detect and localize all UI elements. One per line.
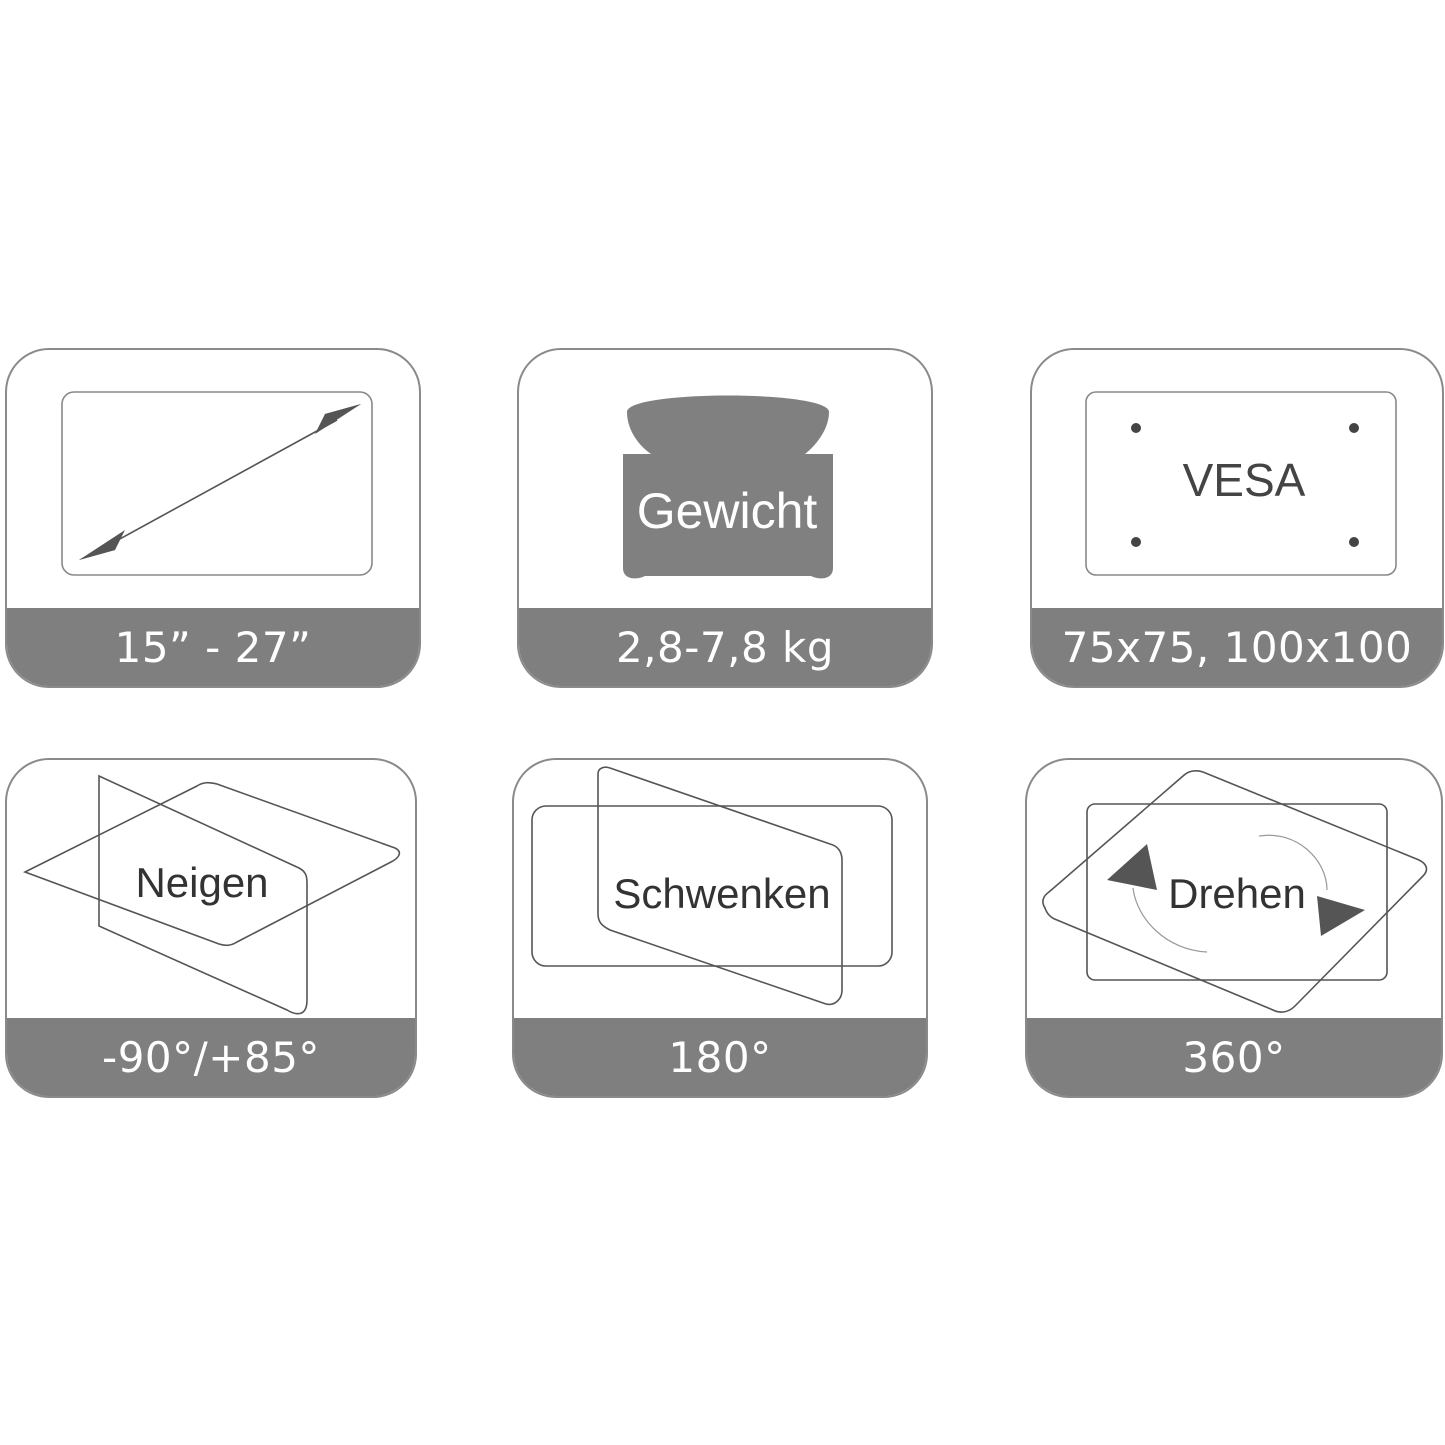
screen-size-label: 15” - 27” (7, 608, 419, 686)
swivel-icon-text: Schwenken (613, 870, 830, 917)
tilt-icon: Neigen (22, 774, 401, 1015)
weight-icon-text: Gewicht (637, 483, 818, 539)
vesa-card: VESA 75x75, 100x100 (1030, 348, 1444, 688)
screen-diagonal-icon (61, 391, 373, 576)
tilt-card: Neigen -90°/+85° (5, 758, 417, 1098)
rotate-card: Drehen 360° (1025, 758, 1443, 1098)
weight-card: Gewicht 2,8-7,8 kg (517, 348, 933, 688)
weight-icon: Gewicht (623, 395, 833, 579)
swivel-card: Schwenken 180° (512, 758, 928, 1098)
vesa-label: 75x75, 100x100 (1032, 608, 1442, 686)
rotate-label: 360° (1027, 1018, 1441, 1096)
weight-label: 2,8-7,8 kg (519, 608, 931, 686)
tilt-label: -90°/+85° (7, 1018, 415, 1096)
vesa-icon-text: VESA (1183, 454, 1306, 506)
tilt-icon-text: Neigen (135, 859, 268, 906)
vesa-pattern-icon: VESA (1085, 391, 1397, 576)
rotate-icon-text: Drehen (1168, 870, 1306, 917)
screen-size-card: 15” - 27” (5, 348, 421, 688)
swivel-label: 180° (514, 1018, 926, 1096)
swivel-icon: Schwenken (531, 766, 893, 1006)
rotate-icon: Drehen (1042, 770, 1428, 1013)
